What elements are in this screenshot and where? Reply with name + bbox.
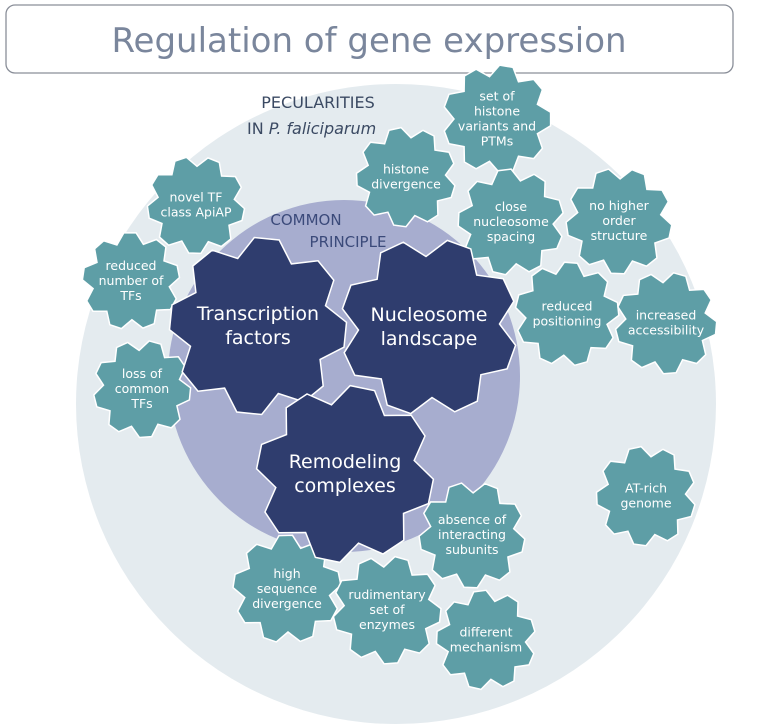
peculiarities-label: PECULARITIES (261, 93, 374, 112)
big-gears-group: TranscriptionfactorsNucleosomelandscapeR… (168, 236, 517, 564)
gear-close-nucleosome-spacing-label-line: nucleosome (473, 214, 549, 229)
page-title: Regulation of gene expression (111, 21, 626, 61)
gear-no-higher-order-label-line: order (602, 213, 636, 228)
gear-transcription-factors-shape (168, 236, 348, 416)
gear-increased-accessibility-label-line: accessibility (628, 323, 705, 338)
gear-reduced-positioning-label-line: positioning (533, 314, 602, 329)
gear-histone-variants-ptms-label-line: set of (479, 89, 515, 104)
gear-reduced-positioning-shape (514, 261, 620, 367)
gear-transcription-factors-label-line: factors (225, 327, 291, 349)
gear-histone-divergence-shape (355, 126, 456, 228)
gear-high-sequence-divergence-label-line: divergence (252, 596, 322, 611)
gear-loss-common-tfs-label-line: common (115, 381, 169, 396)
gear-reduced-number-tfs-label-line: reduced (106, 258, 157, 273)
gear-reduced-positioning-label-line: reduced (542, 299, 593, 314)
gear-different-mechanism-label-line: different (459, 625, 512, 640)
gear-at-rich-genome-shape (595, 445, 696, 547)
gear-histone-variants-ptms-label-line: histone (474, 104, 520, 119)
gear-nucleosome-landscape-shape (341, 239, 517, 415)
gear-at-rich-genome-label-line: AT-rich (625, 481, 667, 496)
gear-loss-common-tfs-shape (92, 340, 192, 439)
gear-absence-interacting-label-line: subunits (445, 542, 498, 557)
gear-close-nucleosome-spacing-label-line: close (495, 199, 528, 214)
gear-histone-variants-ptms-shape (443, 64, 552, 174)
gear-no-higher-order-label-line: no higher (589, 198, 649, 213)
gear-no-higher-order-label-line: structure (591, 228, 648, 243)
gear-loss-common-tfs-label-line: TFs (130, 396, 152, 411)
peculiarities-organism-label: IN P. faliciparum (247, 119, 376, 138)
gear-reduced-number-tfs-shape (81, 231, 181, 330)
gear-novel-tf-class-label-line: novel TF (170, 190, 223, 205)
gear-remodeling-complexes-label-line: Remodeling (289, 451, 402, 473)
gear-increased-accessibility-shape (614, 271, 718, 375)
gear-histone-variants-ptms-label-line: PTMs (481, 134, 513, 149)
gear-novel-tf-class-label-line: class ApiAP (160, 205, 232, 220)
gear-at-rich-genome-label-line: genome (620, 496, 671, 511)
gear-absence-interacting-shape (418, 482, 526, 589)
gear-loss-common-tfs-label-line: loss of (122, 366, 163, 381)
gear-histone-divergence-label-line: divergence (371, 177, 441, 192)
common-principle-label: COMMON (270, 211, 341, 229)
gear-remodeling-complexes-shape (255, 384, 435, 564)
gear-rudimentary-enzymes-shape (332, 555, 442, 665)
gear-high-sequence-divergence-label-line: high (273, 566, 300, 581)
gear-histone-variants-ptms-label-line: variants and (458, 119, 536, 134)
gear-histone-divergence-label-line: histone (383, 162, 429, 177)
gear-rudimentary-enzymes-label-line: rudimentary (348, 587, 426, 602)
gear-absence-interacting-label-line: absence of (438, 512, 507, 527)
gear-nucleosome-landscape-label-line: landscape (381, 328, 478, 350)
gear-remodeling-complexes-label-line: complexes (294, 475, 396, 497)
gear-nucleosome-landscape-label-line: Nucleosome (370, 304, 487, 326)
gear-rudimentary-enzymes-label-line: enzymes (359, 617, 415, 632)
gear-absence-interacting-label-line: interacting (438, 527, 506, 542)
gear-high-sequence-divergence-label-line: sequence (257, 581, 318, 596)
gear-different-mechanism-label-line: mechanism (450, 640, 522, 655)
gear-reduced-number-tfs-label-line: number of (99, 273, 164, 288)
gear-close-nucleosome-spacing-label-line: spacing (487, 229, 535, 244)
title-box (5, 4, 734, 74)
gear-novel-tf-class-shape (146, 156, 246, 255)
gear-different-mechanism-shape (435, 589, 536, 691)
common-principle-label-2: PRINCIPLE (310, 233, 387, 251)
gear-no-higher-order-shape (565, 168, 673, 275)
gear-transcription-factors-label-line: Transcription (196, 303, 319, 325)
gear-close-nucleosome-spacing-shape (457, 168, 564, 276)
gear-rudimentary-enzymes-label-line: set of (369, 602, 405, 617)
gear-increased-accessibility-label-line: increased (636, 308, 697, 323)
gear-reduced-number-tfs-label-line: TFs (119, 288, 141, 303)
